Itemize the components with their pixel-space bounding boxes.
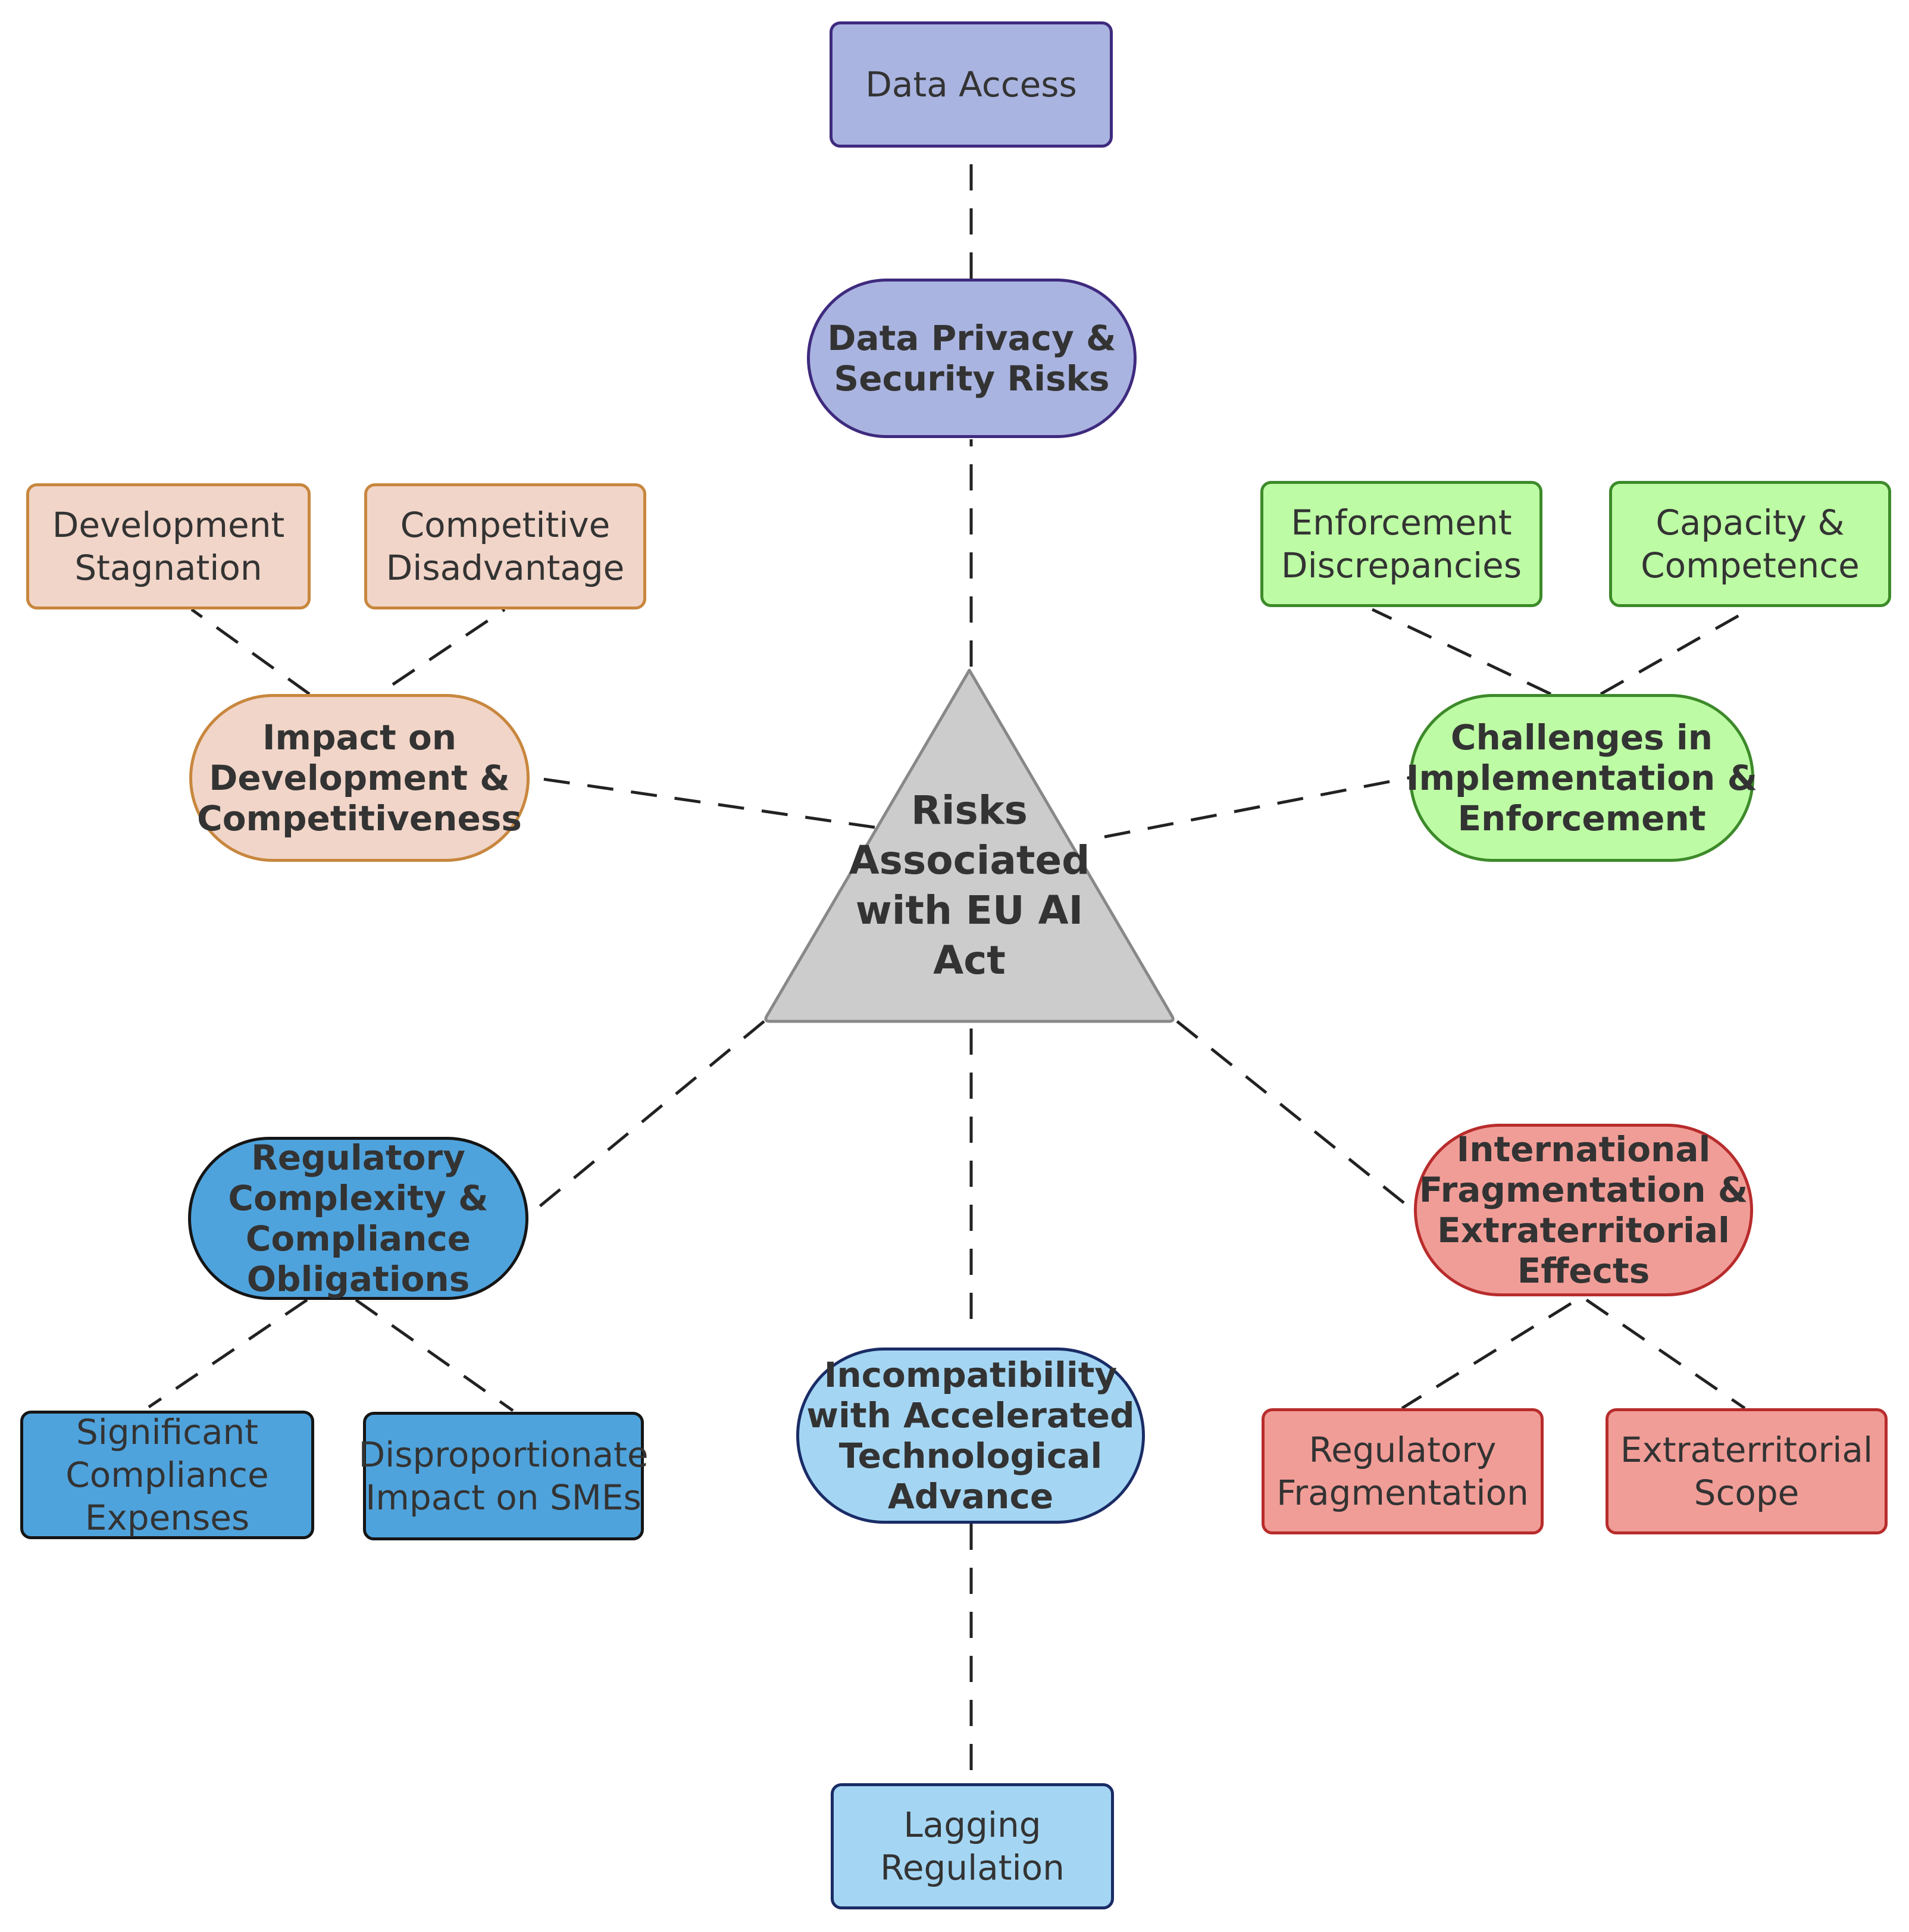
leaf-label-line: Capacity & <box>1655 502 1845 543</box>
leaf-label-line: Disadvantage <box>386 548 625 588</box>
center-title-line: Act <box>933 937 1006 983</box>
center-triangle-node <box>764 668 1175 1023</box>
connector-center-implementation <box>1104 776 1412 839</box>
center-title-line: Associated <box>849 837 1090 883</box>
topic-incompatibility: Incompatibility with Accelerated Technol… <box>796 1348 1145 1524</box>
leaf-capacity-competence: Capacity & Competence <box>1609 481 1891 607</box>
leaf-development-stagnation: Development Stagnation <box>26 483 311 609</box>
leaf-label-line: Regulatory <box>1309 1430 1497 1470</box>
topic-label-line: with Accelerated <box>806 1395 1135 1436</box>
topic-label-line: Fragmentation & <box>1419 1170 1748 1210</box>
topic-label-line: Implementation & <box>1406 758 1758 798</box>
leaf-label-line: Expenses <box>85 1498 250 1538</box>
topic-label-line: Data Privacy & <box>827 318 1116 358</box>
topic-label-line: Technological <box>838 1436 1103 1476</box>
connector-international-scope <box>1585 1298 1746 1410</box>
leaf-label-line: Scope <box>1694 1473 1800 1513</box>
leaf-label-line: Significant <box>76 1412 259 1452</box>
topic-implementation-challenges: Challenges in Implementation & Enforceme… <box>1406 694 1758 862</box>
topic-label-line: Competitiveness <box>197 798 522 839</box>
leaf-label-line: Enforcement <box>1291 502 1512 543</box>
leaf-label-line: Regulation <box>880 1847 1065 1888</box>
leaf-label-line: Competitive <box>400 505 611 545</box>
topic-label-line: Advance <box>887 1476 1054 1517</box>
connector-regulatory-expenses <box>148 1298 308 1409</box>
leaf-regulatory-fragmentation: Regulatory Fragmentation <box>1262 1408 1544 1534</box>
topic-label-line: Regulatory <box>251 1137 465 1178</box>
topic-label-line: Development & <box>209 758 510 798</box>
topic-label-line: Effects <box>1517 1251 1650 1291</box>
topic-label-line: Obligations <box>246 1259 470 1299</box>
leaf-label-line: Data Access <box>865 64 1077 105</box>
connector-development-disadvantage <box>392 608 506 686</box>
topic-regulatory-complexity: Regulatory Complexity & Compliance Oblig… <box>188 1137 528 1300</box>
center-title: Risks Associated with EU AI Act <box>759 786 1179 986</box>
topic-label-line: Challenges in <box>1450 717 1713 758</box>
leaf-label-line: Stagnation <box>74 548 262 588</box>
center-title-line: with EU AI <box>855 887 1084 933</box>
leaf-label-line: Lagging <box>903 1805 1041 1845</box>
leaf-label-line: Impact on SMEs <box>365 1477 641 1518</box>
leaf-label-line: Discrepancies <box>1281 545 1522 586</box>
connector-regulatory-smes <box>355 1298 514 1412</box>
leaf-data-access: Data Access <box>830 21 1113 148</box>
center-title-line: Risks <box>911 787 1028 833</box>
topic-label-line: Security Risks <box>834 358 1110 399</box>
topic-data-privacy: Data Privacy & Security Risks <box>807 279 1137 438</box>
leaf-label-line: Competence <box>1641 545 1860 586</box>
leaf-extraterritorial-scope: Extraterritorial Scope <box>1606 1408 1888 1534</box>
leaf-compliance-expenses: Significant Compliance Expenses <box>20 1411 314 1539</box>
connector-center-development <box>530 776 875 829</box>
topic-label-line: Incompatibility <box>824 1355 1118 1395</box>
topic-international-fragmentation: International Fragmentation & Extraterri… <box>1414 1124 1753 1296</box>
connector-international-fragmentation <box>1401 1302 1572 1410</box>
topic-label-line: Complexity & <box>228 1178 489 1218</box>
leaf-competitive-disadvantage: Competitive Disadvantage <box>364 483 646 609</box>
topic-development-impact: Impact on Development & Competitiveness <box>189 694 530 862</box>
leaf-label-line: Extraterritorial <box>1620 1430 1873 1470</box>
connector-implementation-capacity <box>1600 608 1751 696</box>
leaf-label-line: Fragmentation <box>1276 1473 1529 1513</box>
topic-label-line: International <box>1456 1129 1711 1170</box>
leaf-enforcement-discrepancies: Enforcement Discrepancies <box>1260 481 1542 607</box>
connector-development-stagnation <box>190 608 311 696</box>
leaf-label-line: Disproportionate <box>358 1434 649 1475</box>
connector-center-international <box>1176 1020 1416 1213</box>
leaf-lagging-regulation: Lagging Regulation <box>831 1783 1114 1909</box>
topic-label-line: Compliance <box>245 1218 471 1259</box>
leaf-smes-impact: Disproportionate Impact on SMEs <box>358 1412 649 1540</box>
topic-label-line: Impact on <box>262 717 457 758</box>
leaf-label-line: Development <box>52 505 285 545</box>
topic-label-line: Enforcement <box>1457 798 1706 839</box>
topic-label-line: Extraterritorial <box>1437 1210 1730 1251</box>
leaf-label-line: Compliance <box>65 1455 269 1495</box>
connector-center-regulatory <box>526 1020 765 1218</box>
connector-implementation-enforcement <box>1371 608 1552 696</box>
